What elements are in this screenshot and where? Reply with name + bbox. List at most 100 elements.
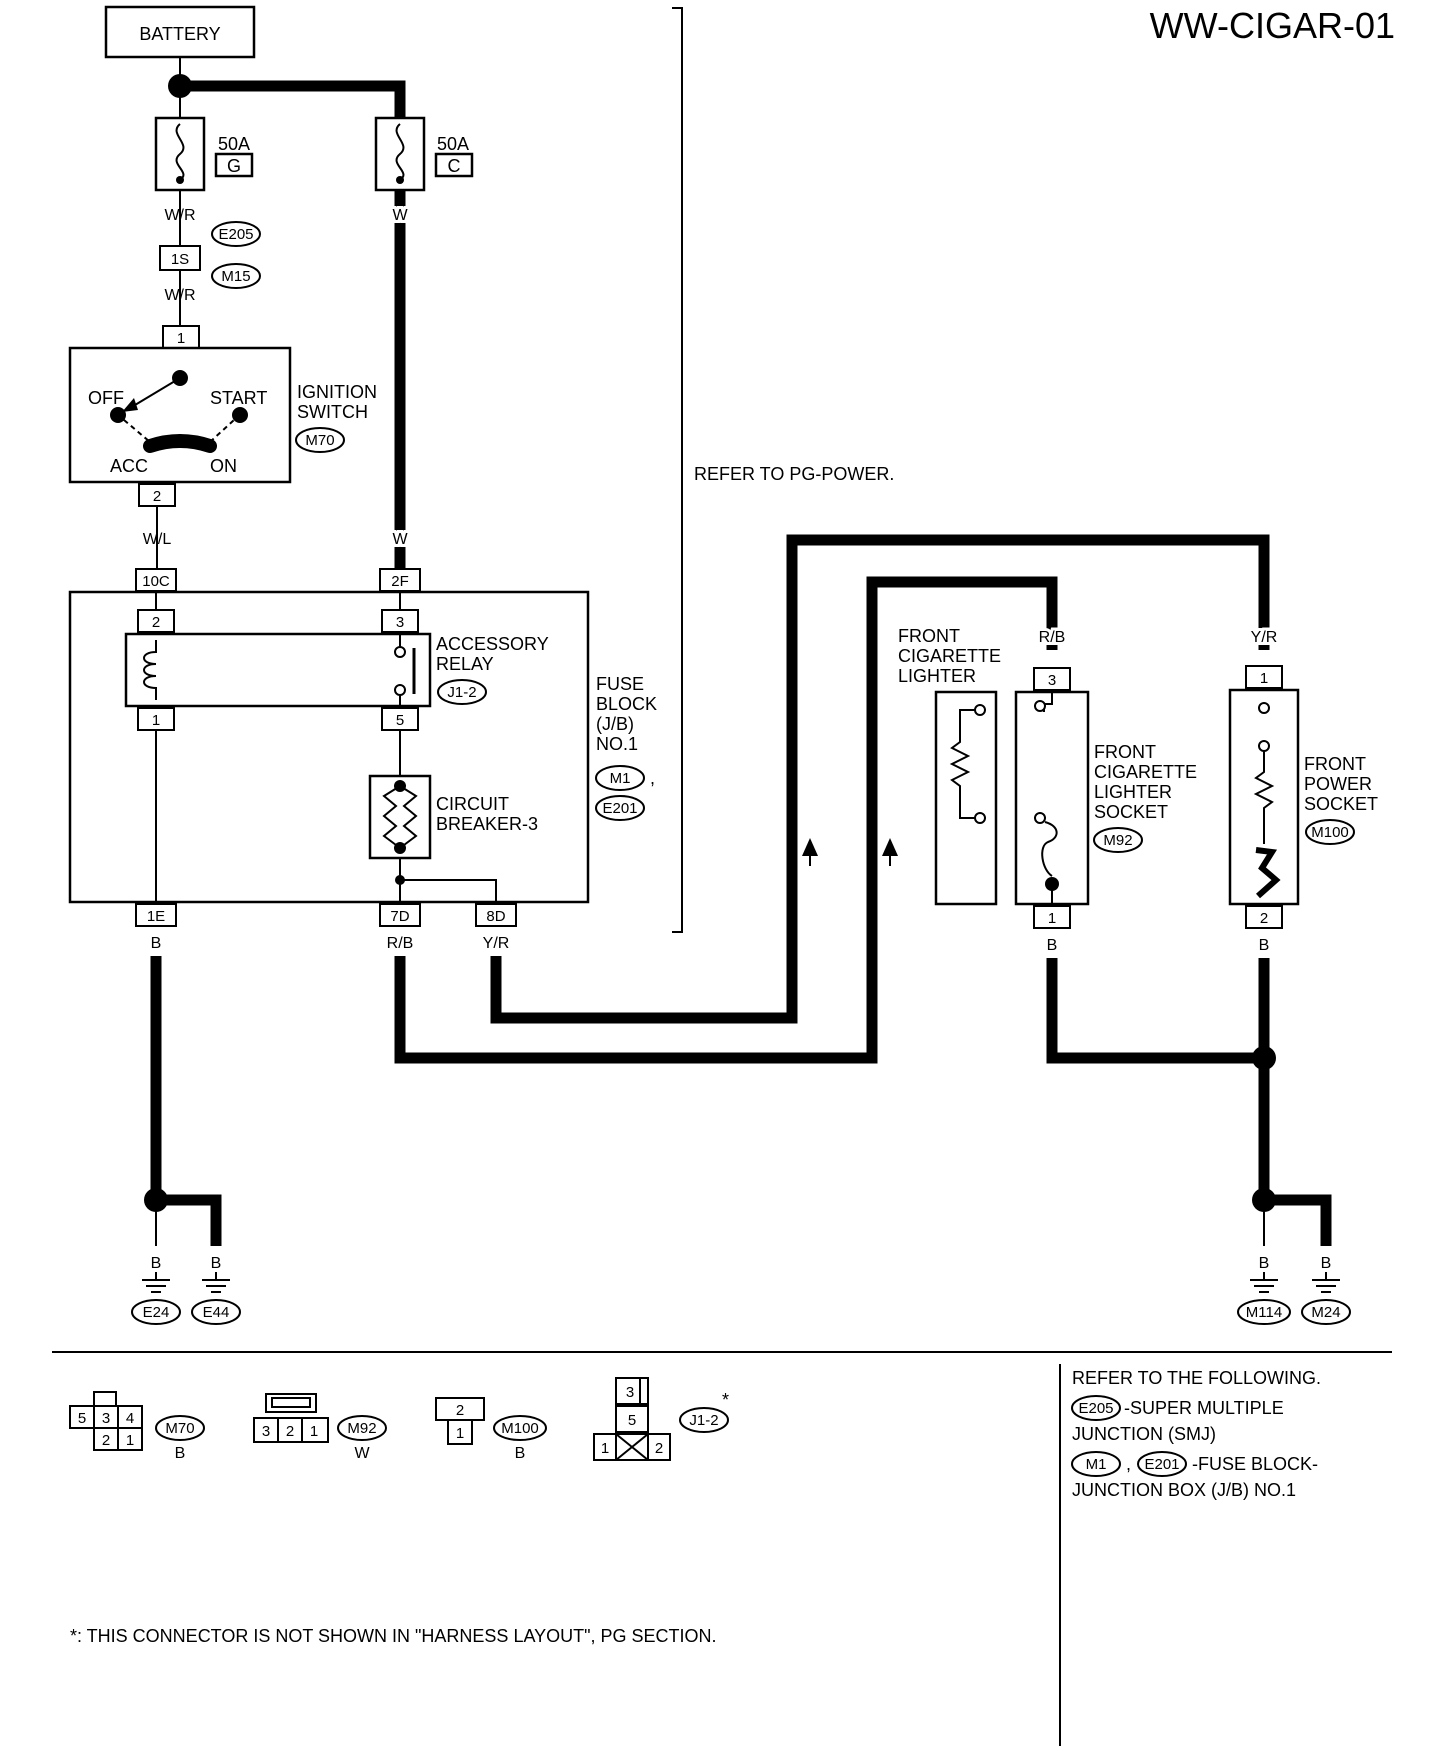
ign-on: ON [210, 456, 237, 476]
lighter-line1: FRONT [898, 626, 960, 646]
power-pin1: 1 [1260, 670, 1268, 687]
socket-pin1: 1 [1048, 910, 1056, 927]
power-pin2: 2 [1260, 910, 1268, 927]
ground-symbol-e24 [142, 1272, 170, 1293]
legend-m92: 3 2 1 M92 W [253, 1393, 387, 1462]
fuse-c-rating: 50A [437, 134, 469, 154]
refer-sep: , [1126, 1454, 1131, 1474]
conn-7d: 7D [390, 908, 409, 925]
wire-w-top: W [392, 207, 408, 224]
fuse-block-line4: NO.1 [596, 734, 638, 754]
ign-pin1: 1 [177, 330, 185, 347]
fuse-block-line1: FUSE [596, 674, 644, 694]
fuse-block-line2: BLOCK [596, 694, 657, 714]
lighter-socket-box [1014, 690, 1090, 906]
fuse-block-line3: (J/B) [596, 714, 634, 734]
conn-1s: 1S [171, 251, 189, 268]
fuse-block-sep: , [650, 768, 655, 788]
socket-line4: SOCKET [1094, 802, 1168, 822]
power-line2: POWER [1304, 774, 1372, 794]
power-line1: FRONT [1304, 754, 1366, 774]
svg-text:3: 3 [262, 1423, 270, 1440]
ground-e24: E24 [143, 1304, 170, 1321]
ign-label-2: SWITCH [297, 402, 368, 422]
legend-m100: 2 1 M100 B [435, 1397, 547, 1462]
wire-wr-bottom: W/R [164, 287, 195, 304]
cigarette-lighter-box [934, 690, 998, 906]
legend-m70: 5 3 4 2 1 M70 B [69, 1391, 205, 1462]
legend-m70-color: B [175, 1445, 186, 1462]
legend-m100-id: M100 [501, 1420, 539, 1437]
svg-text:2: 2 [286, 1423, 294, 1440]
fuse-block-id1: M1 [610, 770, 631, 787]
relay-pin5: 5 [396, 712, 404, 729]
wire-rb: R/B [387, 935, 414, 952]
svg-text:3: 3 [102, 1410, 110, 1427]
fuse-block-id2: E201 [602, 800, 637, 817]
svg-text:5: 5 [78, 1410, 86, 1427]
legend-m92-id: M92 [347, 1420, 376, 1437]
svg-text:1: 1 [126, 1432, 134, 1449]
legend-j1-2-id: J1-2 [689, 1412, 718, 1429]
conn-1e: 1E [147, 908, 165, 925]
power-id: M100 [1311, 824, 1349, 841]
svg-text:2: 2 [456, 1402, 464, 1419]
wire-yr-top: Y/R [1251, 629, 1278, 646]
refer-fb-text-2: JUNCTION BOX (J/B) NO.1 [1072, 1480, 1296, 1500]
diagram-title: WW-CIGAR-01 [1150, 5, 1395, 46]
relay-label-1: ACCESSORY [436, 634, 549, 654]
relay-id: J1-2 [447, 684, 476, 701]
ign-pin2: 2 [153, 488, 161, 505]
wire-b-power: B [1259, 937, 1270, 954]
fuse-c-letter: C [448, 156, 461, 176]
wire-b-socket: B [1047, 937, 1058, 954]
breaker-label-1: CIRCUIT [436, 794, 509, 814]
arrow-up-right [882, 838, 898, 856]
conn-m15: M15 [221, 268, 250, 285]
wire-b-e44: B [211, 1255, 222, 1272]
svg-text:1: 1 [310, 1423, 318, 1440]
refer-pg-power: REFER TO PG-POWER. [694, 464, 894, 484]
socket-line3: LIGHTER [1094, 782, 1172, 802]
wire-b-e24: B [151, 1255, 162, 1272]
fuse-c: 50A C [374, 116, 474, 192]
relay-pin2: 2 [152, 614, 160, 631]
refer-heading: REFER TO THE FOLLOWING. [1072, 1368, 1321, 1388]
relay-label-2: RELAY [436, 654, 494, 674]
legend-j1-2: 3 5 1 2 J1-2 * [593, 1377, 729, 1461]
conn-e205: E205 [218, 226, 253, 243]
ign-start: START [210, 388, 267, 408]
ground-symbol-m114 [1250, 1272, 1278, 1293]
wire-w-mid: W [392, 531, 408, 548]
socket-line1: FRONT [1094, 742, 1156, 762]
svg-text:5: 5 [628, 1412, 636, 1429]
socket-pin3: 3 [1048, 672, 1056, 689]
legend-m70-id: M70 [165, 1420, 194, 1437]
legend-m92-color: W [354, 1445, 370, 1462]
wire-b-left: B [151, 935, 162, 952]
conn-2f: 2F [391, 573, 409, 590]
ign-id: M70 [305, 432, 334, 449]
svg-text:4: 4 [126, 1410, 134, 1427]
power-line3: SOCKET [1304, 794, 1378, 814]
accessory-relay-box [124, 632, 432, 708]
wire-b-m24: B [1321, 1255, 1332, 1272]
relay-pin1: 1 [152, 712, 160, 729]
battery-box [104, 5, 256, 59]
refer-m1-id: M1 [1086, 1456, 1107, 1473]
refer-e205-id: E205 [1078, 1400, 1113, 1417]
ground-symbol-m24 [1312, 1272, 1340, 1293]
ignition-switch-box [68, 346, 292, 484]
legend-j1-2-star: * [722, 1390, 729, 1410]
ground-symbol-e44 [202, 1272, 230, 1293]
ground-m24: M24 [1311, 1304, 1340, 1321]
svg-text:1: 1 [601, 1440, 609, 1457]
fuse-g-letter: G [227, 156, 241, 176]
footnote: *: THIS CONNECTOR IS NOT SHOWN IN "HARNE… [70, 1626, 717, 1646]
arrow-up-left [802, 838, 818, 856]
svg-text:2: 2 [102, 1432, 110, 1449]
fuse-g-rating: 50A [218, 134, 250, 154]
svg-text:1: 1 [456, 1425, 464, 1442]
socket-id: M92 [1103, 832, 1132, 849]
